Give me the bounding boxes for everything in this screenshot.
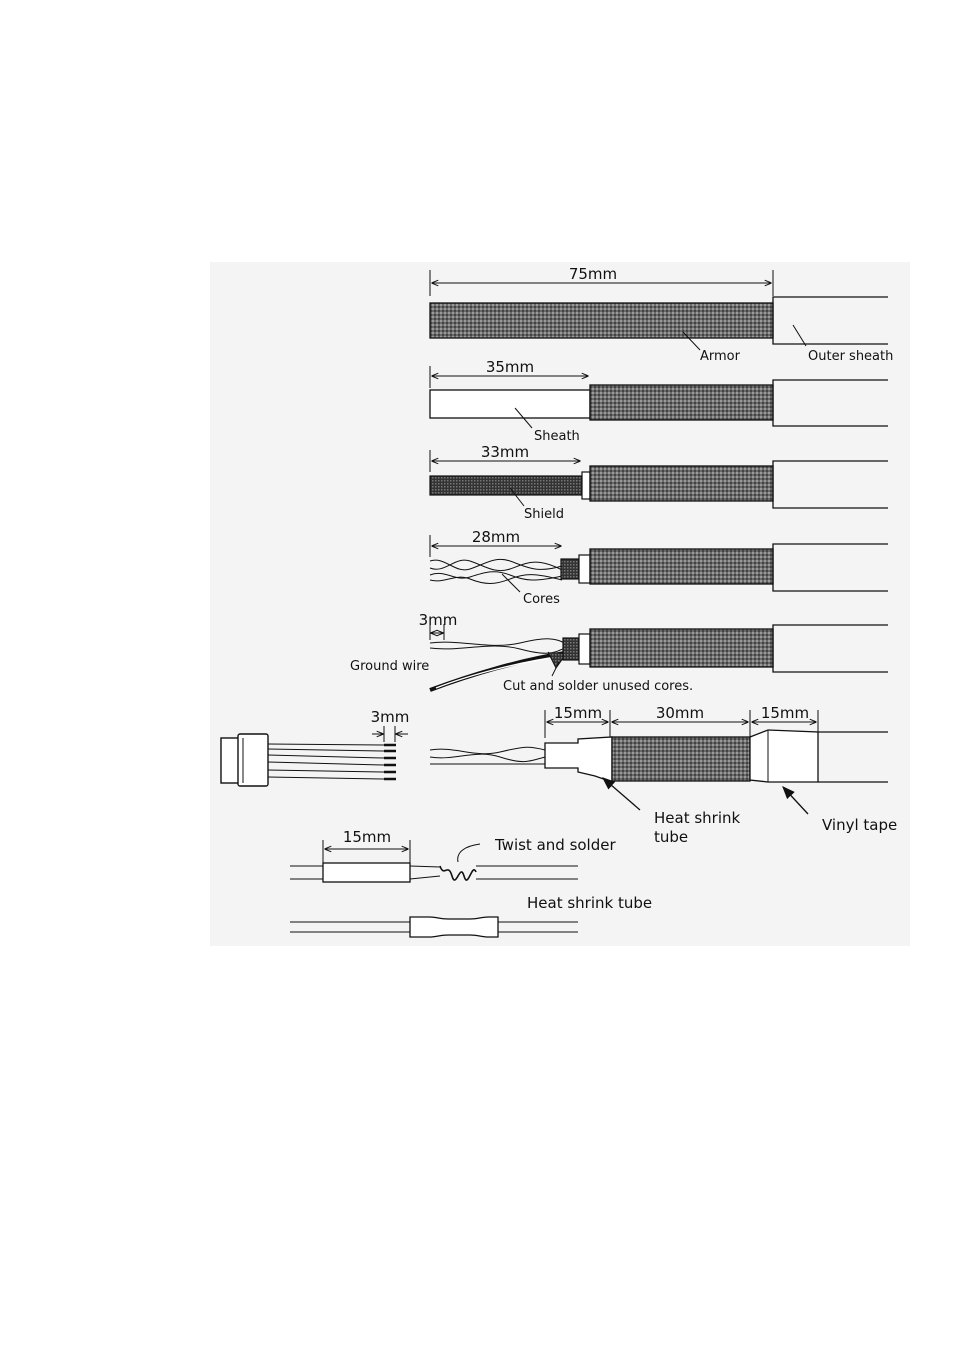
step-5-ground-wire: 3mm Ground wire Cut and solder unused co… <box>350 611 888 694</box>
twisted-cores <box>429 558 563 584</box>
armor-braid-2 <box>589 384 774 421</box>
dim-15mm-a: 15mm <box>554 704 602 722</box>
label-outer-sheath: Outer sheath <box>808 349 893 364</box>
label-cores: Cores <box>523 592 560 607</box>
armor-braid-6 <box>611 736 751 782</box>
sheath-stub <box>581 471 591 500</box>
outer-sheath-6 <box>818 731 888 783</box>
dim-30mm: 30mm <box>656 704 704 722</box>
shield-braid <box>429 475 583 496</box>
connector-wires <box>267 743 396 781</box>
label-armor: Armor <box>700 349 741 364</box>
dim-3mm-b: 3mm <box>371 708 410 726</box>
step-1-armor: 75mm Armor Outer sheath <box>429 265 893 364</box>
splice-detail: 15mm Twist and solder Heat shrink tube <box>290 828 652 938</box>
label-sheath: Sheath <box>534 429 580 444</box>
armor-braid-5 <box>589 628 774 668</box>
step-2-sheath: 35mm Sheath <box>429 358 888 444</box>
connector-assembly: 3mm <box>220 708 410 787</box>
dim-33mm: 33mm <box>481 443 529 461</box>
shield-stub <box>560 558 580 580</box>
label-shield: Shield <box>524 507 564 522</box>
outer-sheath-5 <box>772 624 888 673</box>
sheath-stub-4 <box>578 554 591 584</box>
shrunk-tube <box>409 916 499 938</box>
connector-housing <box>237 733 269 787</box>
outer-sheath-4 <box>772 543 888 592</box>
armor-braid-3 <box>589 465 774 502</box>
twisted-solder-joint <box>439 865 477 881</box>
dim-35mm: 35mm <box>486 358 534 376</box>
inner-sheath <box>429 389 591 419</box>
armor-braid-4 <box>589 548 774 585</box>
step-4-cores: 28mm Cores <box>429 528 888 607</box>
outer-sheath-3 <box>772 460 888 509</box>
outer-sheath-2 <box>772 379 888 427</box>
label-vinyl-tape: Vinyl tape <box>822 816 897 834</box>
label-heat-shrink-2: tube <box>654 828 688 846</box>
step-3-shield: 33mm Shield <box>429 443 888 522</box>
dim-28mm: 28mm <box>472 528 520 546</box>
vinyl-tape-wrap <box>749 729 819 783</box>
outer-sheath <box>772 296 888 345</box>
step-6-finished: 15mm 30mm 15mm Heat shrink tube Vinyl ta… <box>429 704 897 846</box>
label-heat-shrink-tube: Heat shrink tube <box>527 894 652 912</box>
armor-braid <box>429 302 774 339</box>
dim-75mm: 75mm <box>569 265 617 283</box>
label-ground-wire: Ground wire <box>350 659 429 674</box>
unshrunk-tube <box>322 862 411 883</box>
dim-15mm-b: 15mm <box>761 704 809 722</box>
dim-15mm-c: 15mm <box>343 828 391 846</box>
label-twist-solder: Twist and solder <box>494 836 616 854</box>
label-cut-solder: Cut and solder unused cores. <box>503 679 693 694</box>
dim-3mm-a: 3mm <box>419 611 458 629</box>
label-heat-shrink-1: Heat shrink <box>654 809 741 827</box>
